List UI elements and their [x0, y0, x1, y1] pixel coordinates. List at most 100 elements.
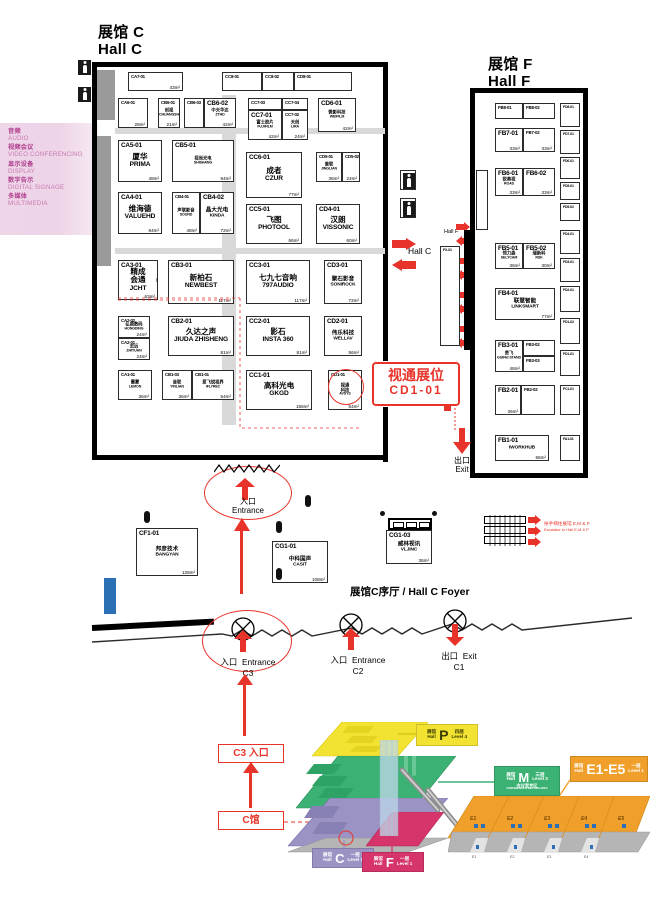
booth-CC1-01[interactable]: CC1-01 高科光电 GKGD 156m² 15.6 10 — [246, 370, 312, 410]
booth-FC1-01[interactable]: FC1-01 — [560, 385, 580, 415]
booth-FB1-01[interactable]: FB1-01 IWORKHUB 66m² 11 6 — [495, 435, 549, 461]
booth-name: 汉朗 VISSONIC — [322, 215, 354, 232]
booth-FB4-01[interactable]: FB4-01 联慧智能 LINKSMART 77m² 11 7 — [495, 288, 555, 320]
booth-name: 景联 JINGLIAN — [321, 161, 337, 171]
booth-area: 36m² — [418, 558, 429, 563]
booth-code: FD7-01 — [563, 132, 574, 136]
booth-CB6-03[interactable]: CB6-03 — [184, 98, 204, 128]
booth-CD6-01[interactable]: CD6-01 微影科技 WEIFILM 42m² 7 — [318, 98, 356, 132]
booth-name: 富士胶片 FUJIFILM — [256, 119, 274, 129]
door-c1-cn: 出口 — [441, 651, 459, 661]
booth-CA1-01[interactable]: CA1-01 雷蒙 LEMON 36m² 6 6 — [118, 370, 152, 400]
booth-FB8-02[interactable]: FB8-02 — [523, 103, 555, 119]
hall-f-wall-right — [583, 88, 588, 478]
venue-e4-ground-label: E4 — [584, 855, 589, 859]
booth-CB1-01[interactable]: CB1-01 爱飞锐视界 IFLYREC 54m² 7 8 — [192, 370, 234, 400]
booth-CA7-01[interactable]: CA7-01 43m² 9 — [128, 72, 183, 91]
booth-area: 33m² — [541, 190, 552, 195]
booth-name: 维海德 VALUEHD — [124, 204, 156, 221]
booth-FD5-01[interactable]: FD5-01 — [560, 182, 580, 200]
aisle-horizontal-2 — [115, 248, 385, 254]
booth-area: 48m² — [148, 176, 159, 181]
booth-CB6-02[interactable]: CB6-02 中天华达 ZTHD 42m² 7 — [204, 98, 236, 128]
booth-FB5-01[interactable]: FB5-01 领力森 SELYCAM 36m² 5 — [495, 243, 523, 269]
booth-FD5-02[interactable]: FD5-02 — [560, 203, 580, 221]
booth-CD8-01[interactable]: CD8-01 — [294, 72, 352, 91]
booth-FA-strip[interactable] — [476, 170, 488, 230]
hall-c-connector-arrow-left — [392, 258, 416, 276]
booth-CA2-02[interactable]: CA2-02 弘鼎数码 HONGDING 24m² 4 6 — [118, 316, 150, 338]
booth-CC7-01[interactable]: CC7-01 富士胶片 FUJIFILM 42m² — [248, 110, 282, 140]
booth-FD7-01[interactable]: FD7-01 — [560, 130, 580, 154]
booth-FB2-02[interactable]: FB2-02 — [521, 385, 555, 415]
booth-CA6-01[interactable]: CA6-01 28m² 4 7 — [118, 98, 148, 128]
booth-FD1-01[interactable]: FD1-01 — [560, 350, 580, 376]
booth-FB3-02[interactable]: FB3-02 — [523, 340, 555, 356]
booth-FA1-01[interactable]: FA1-01 — [560, 435, 580, 461]
booth-area: 156m² — [295, 404, 309, 409]
booth-FB7-01[interactable]: FB7-01 33m² 5.5 — [495, 128, 523, 152]
booth-name: 厦华 PRIMA — [129, 152, 151, 169]
booth-FD4-01[interactable]: FD4-01 — [560, 230, 580, 254]
booth-CC3-01[interactable]: CC3-01 七九七音响 797AUDIO 117m² 13 9 — [246, 260, 310, 304]
corridor-vertical-booths[interactable]: FX-01 — [440, 246, 460, 346]
booth-FB8-01[interactable]: FB8-01 — [495, 103, 523, 119]
booth-CD2-01[interactable]: CD2-01 伟乐科技 WELLAV 56m² 8 7 — [324, 316, 362, 356]
booth-CC7-03[interactable]: CC7-03 — [248, 98, 282, 110]
booth-CB2-01[interactable]: CB2-01 久达之声 JIUDA ZHISHENG 81m² 12 7 — [168, 316, 234, 356]
booth-CA5-01[interactable]: CA5-01 厦华 PRIMA 48m² 7 7 — [118, 140, 162, 182]
route-box-c3-entrance[interactable]: C3 入口 — [218, 744, 284, 763]
booth-FB3-01[interactable]: FB3-01 贵飞 GUIFEI STAND 48m² 8 — [495, 340, 523, 372]
booth-area: 54m² — [220, 394, 231, 399]
booth-CD5-02[interactable]: CD5-02 24m² — [342, 152, 360, 182]
booth-CB1-03[interactable]: CB1-03 音联 YINLIAN 36m² 6 — [162, 370, 192, 400]
venue-e5-label: E5 — [618, 816, 625, 822]
booth-area: 81m² — [220, 350, 231, 355]
booth-CD4-01[interactable]: CD4-01 汉朗 VISSONIC 60m² 10 6 — [316, 204, 360, 244]
booth-CC7-04[interactable]: CC7-04 — [282, 98, 308, 110]
hall-c-wall-right — [383, 62, 388, 462]
booth-FD2-01[interactable]: FD2-01 — [560, 286, 580, 312]
booth-FD6-01[interactable]: FD6-01 — [560, 157, 580, 179]
booth-FD3-01[interactable]: FD3-01 — [560, 258, 580, 282]
booth-FB6-02[interactable]: FB6-02 33m² 4 — [523, 168, 555, 196]
booth-FD8-01[interactable]: FD8-01 — [560, 103, 580, 127]
booth-CC8-02[interactable]: CC8-02 — [262, 72, 294, 91]
legend-item-multimedia: 多媒体 MULTIMEDIA — [8, 193, 92, 207]
booth-CB6-01[interactable]: CB6-01 创视 CHUANGSHI 21m² — [158, 98, 180, 128]
booth-CC7-02[interactable]: CC7-02 天创 LIRA 24m² — [282, 110, 308, 140]
booth-CB3-01[interactable]: CB3-01 新柏石 NEWBEST 117m² 13 9 — [168, 260, 234, 304]
booth-CB4-02[interactable]: CB4-02 晶大光电 KINDA 72m² 6 7 — [200, 192, 234, 234]
booth-CC2-01[interactable]: CC2-01 影石 INSTA 360 81m² 13 7 — [246, 316, 310, 356]
booth-FB5-02[interactable]: FB5-02 瑞新科 RSK 30m² 5 — [523, 243, 555, 269]
booth-CG1-03[interactable]: CG1-03 威林视讯 VLJINC 36m² 12 6 — [386, 530, 432, 564]
booth-code: FB6-01 — [498, 170, 519, 177]
c1-exit-arrow — [445, 624, 465, 651]
booth-FD1-02[interactable]: FD1-02 — [560, 318, 580, 344]
booth-FB6-01[interactable]: FB6-01 锐奥视 ROAS 33m² 4 — [495, 168, 523, 196]
booth-CA2-01[interactable]: CA2-01 志远 ZHIYUAN 24m² 6 — [118, 338, 150, 360]
booth-FB7-02[interactable]: FB7-02 33m² 5.5 — [523, 128, 555, 152]
booth-CD5-01[interactable]: CD5-01 景联 JINGLIAN 36m² — [316, 152, 342, 182]
booth-code: CB1-03 — [165, 372, 179, 377]
route-box-hall-c[interactable]: C馆 — [218, 811, 284, 830]
booth-CD3-01[interactable]: CD3-01 聚石影音 SONIROCK 72m² 8 9 — [324, 260, 362, 304]
booth-CA4-01[interactable]: CA4-01 维海德 VALUEHD 84m² 6 7 — [118, 192, 162, 234]
booth-area: 24m² — [346, 176, 357, 181]
booth-CA3-01[interactable]: CA3-01 精成 会通 JCHT 63m² 6 10.5 — [118, 260, 158, 300]
booth-CC6-01[interactable]: CC6-01 成者 CZUR 77m² 11 7 — [246, 152, 302, 198]
booth-CF1-01[interactable]: CF1-01 邦彦技术 BANGYAN 128m² 13 10 — [136, 528, 198, 576]
legend-mm-cn: 多媒体 — [8, 193, 28, 200]
booth-CC5-01[interactable]: CC5-01 飞图 PHOTOOL 66m² 6 — [246, 204, 302, 244]
booth-FB2-01[interactable]: FB2-01 36m² 6 — [495, 385, 521, 415]
booth-code: CB6-01 — [161, 100, 175, 105]
booth-code: FB5-02 — [526, 245, 547, 252]
booth-code: FD2-01 — [563, 288, 574, 292]
booth-FB3-03[interactable]: FB3-03 — [523, 356, 555, 372]
booth-CB4-01[interactable]: CB4-01 声联影音 SOUND 48m² 6 — [172, 192, 200, 234]
booth-CB5-01[interactable]: CB5-01 视尚光电 SHISHANG 84m² 12 7 — [172, 140, 234, 182]
escalator-arrows — [528, 515, 541, 547]
booth-area: 43m² — [169, 85, 180, 90]
hall-f-entry-wall — [464, 230, 472, 350]
booth-CC8-01[interactable]: CC8-01 — [222, 72, 262, 91]
